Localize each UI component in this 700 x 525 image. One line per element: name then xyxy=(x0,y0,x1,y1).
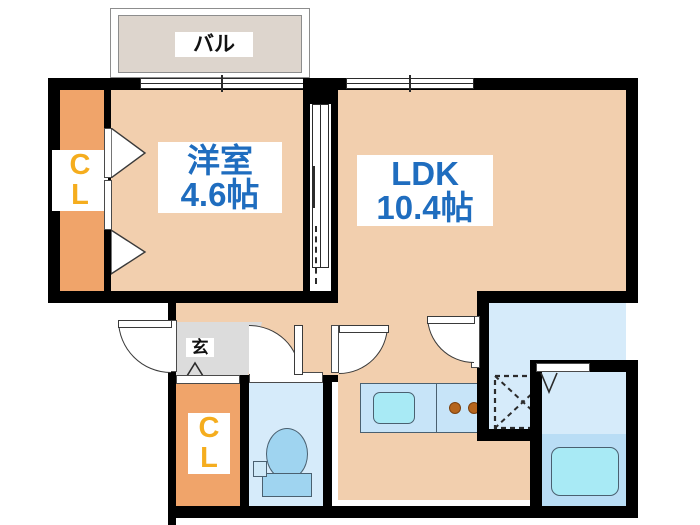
genkan-step-arrow xyxy=(186,361,204,377)
bathroom-door[interactable] xyxy=(536,363,590,372)
bedroom-label: 洋室 4.6帖 xyxy=(158,142,282,214)
ldk-label: LDK 10.4帖 xyxy=(357,155,493,227)
closet-door-arrow-bottom xyxy=(111,230,147,275)
bathroom-floor xyxy=(542,372,626,434)
closet-door-leaf-bottom[interactable] xyxy=(104,180,112,230)
wall-bedroom-ldk-right xyxy=(331,90,338,382)
closet-hallway-door[interactable] xyxy=(176,375,240,384)
wall-toilet-right xyxy=(323,375,332,518)
bathtub xyxy=(551,447,619,496)
closet-door-arrow-top xyxy=(111,128,147,178)
balcony-window-rail xyxy=(140,83,308,85)
wall-washroom-top xyxy=(477,291,638,303)
bedroom-sliding-door-rail xyxy=(320,104,322,268)
wall-bath-bottom xyxy=(530,506,638,518)
ldk-door-frame xyxy=(331,325,339,373)
balcony-window-meeting-stile xyxy=(221,75,223,92)
toilet-bowl xyxy=(266,428,308,480)
balcony-label: バル xyxy=(175,32,253,57)
toilet-lever xyxy=(253,461,267,477)
wall-hall-bottom xyxy=(168,506,338,518)
toilet-tank xyxy=(262,473,312,497)
bathroom-door-arrow xyxy=(540,372,558,394)
wall-hall-top xyxy=(168,291,338,303)
front-door-leaf[interactable] xyxy=(118,320,172,328)
wall-top xyxy=(48,78,638,90)
wall-bath-left xyxy=(530,360,542,518)
wall-ldk-bottom xyxy=(331,506,538,518)
wall-bath-right xyxy=(626,360,638,518)
stove-burner-left xyxy=(449,402,461,414)
wall-washroom-left xyxy=(477,291,489,441)
bedroom-sliding-door-pocket xyxy=(315,226,317,284)
closet-bedroom-label: C L xyxy=(52,150,108,211)
toilet-door-leaf[interactable] xyxy=(294,325,303,375)
bath-door-leaf[interactable] xyxy=(427,316,475,324)
closet-hallway-label: C L xyxy=(188,413,230,474)
wall-right-ldk xyxy=(626,78,638,295)
wall-hall-left xyxy=(168,291,176,525)
ldk-door-leaf[interactable] xyxy=(339,325,389,333)
wall-bedroom-ldk-left xyxy=(303,90,310,291)
wall-closet-hallway-right xyxy=(240,375,249,518)
bedroom-sliding-door-stile xyxy=(313,166,315,208)
genkan-label: 玄 xyxy=(186,338,214,357)
ldk-window-meeting-stile xyxy=(409,75,411,92)
kitchen-sink-basin xyxy=(373,392,415,424)
